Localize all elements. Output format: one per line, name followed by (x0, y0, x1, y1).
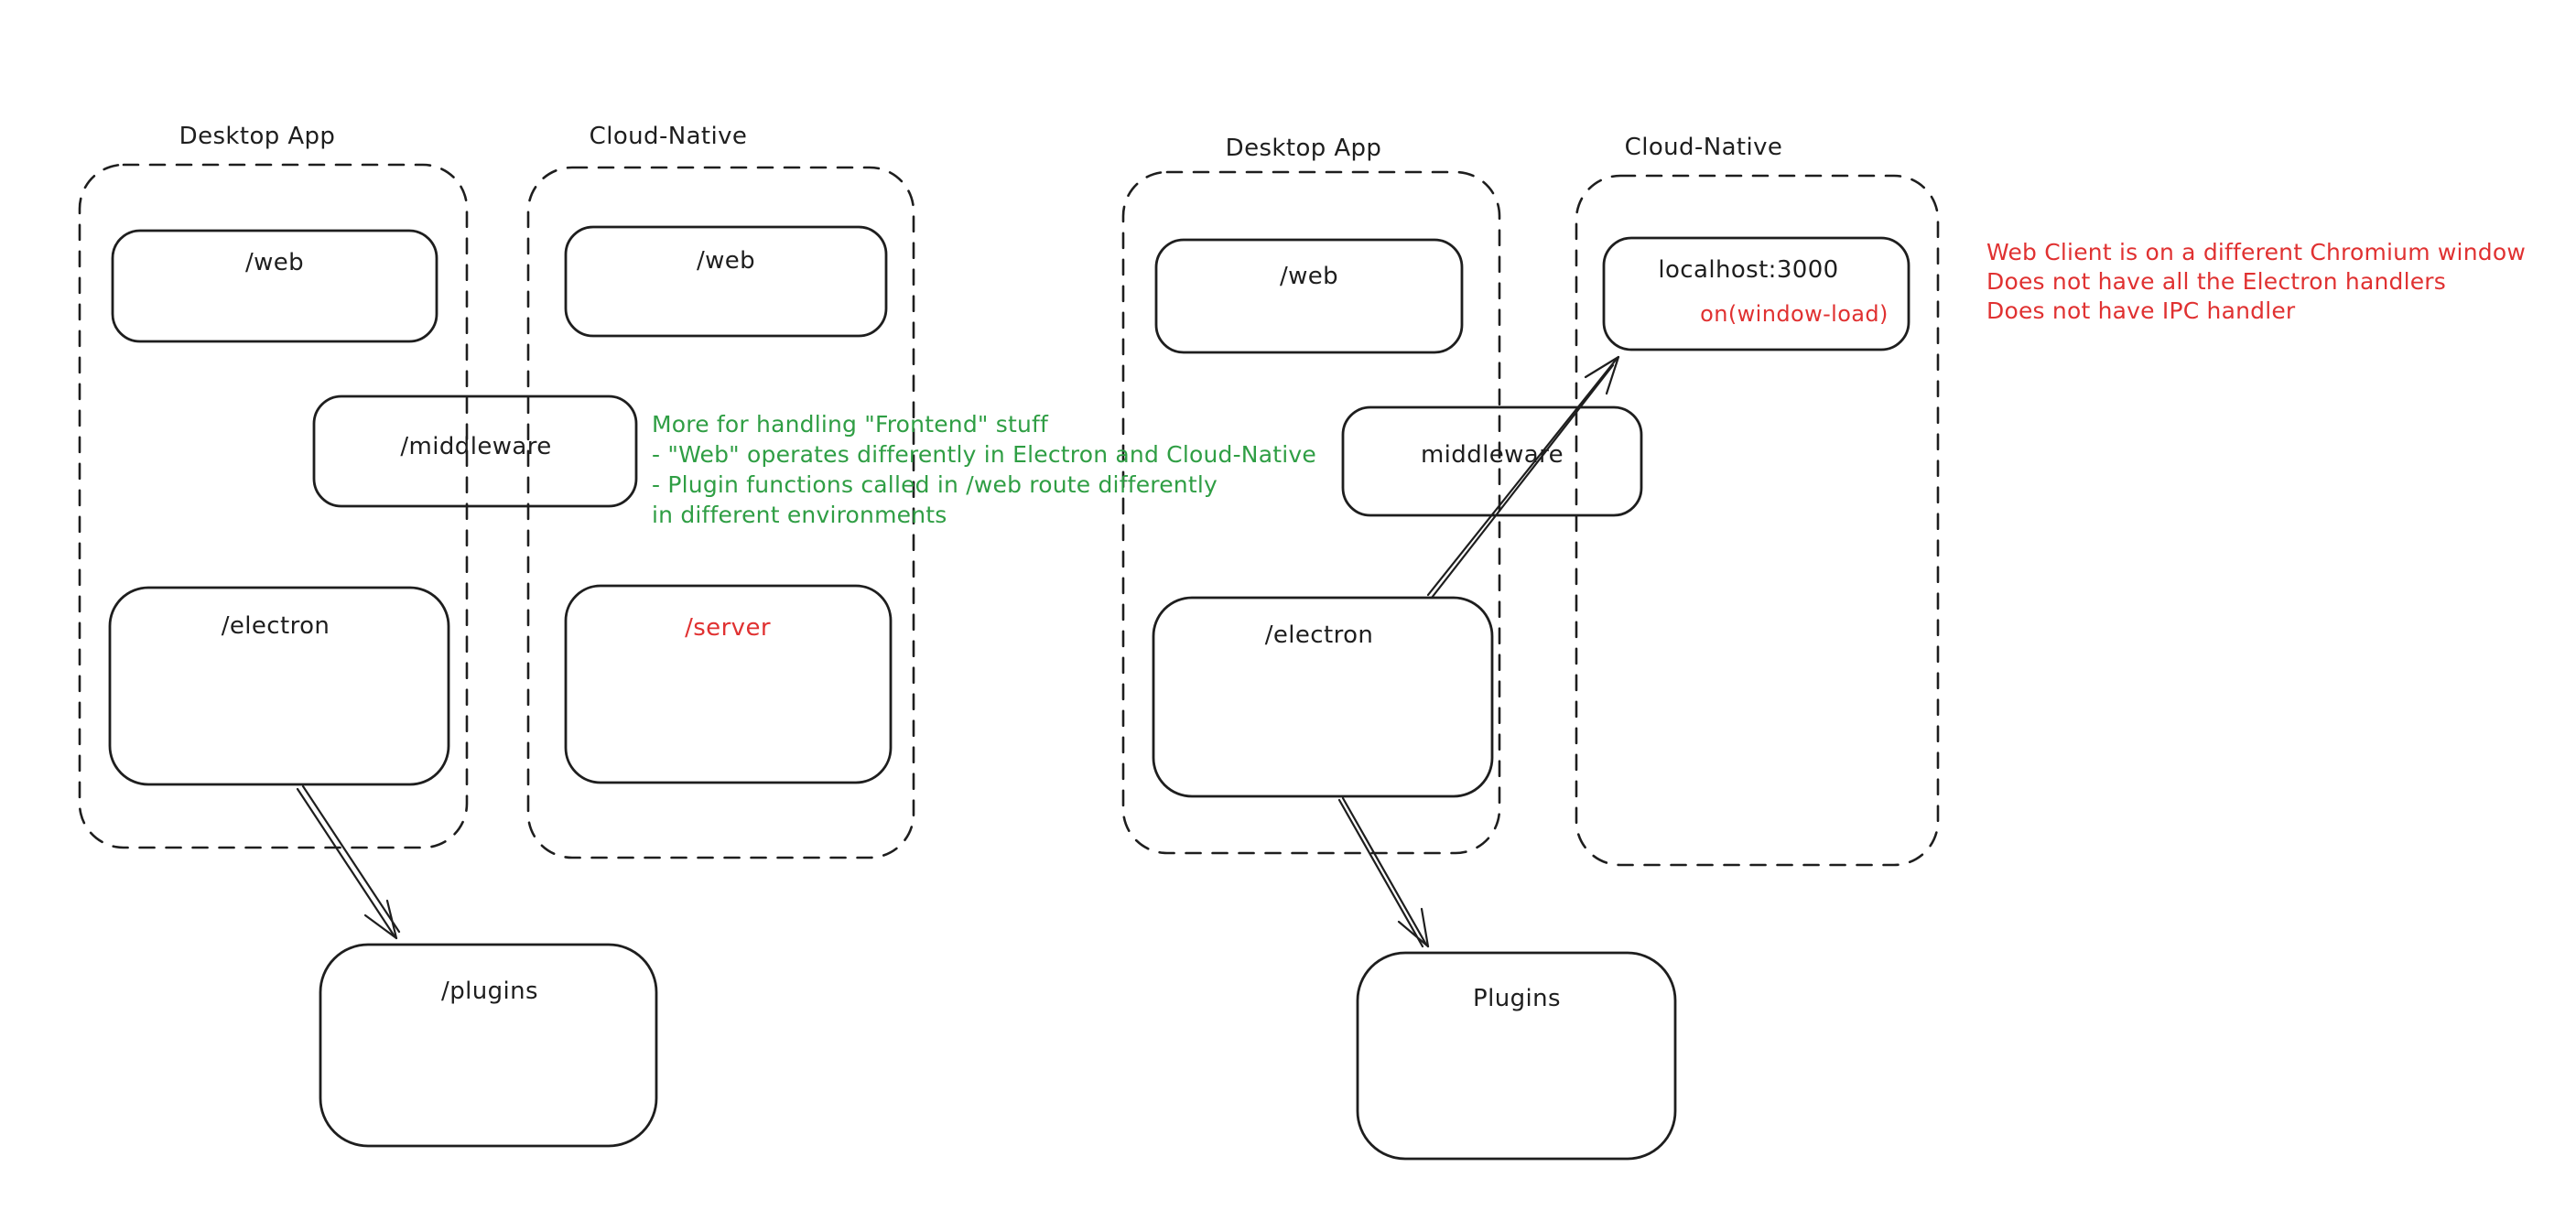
green-note-line: in different environments (652, 502, 947, 528)
right-localhost-box[interactable] (1602, 236, 1910, 351)
left-desktop-app-label[interactable]: Desktop App (179, 123, 336, 150)
green-annotation-note[interactable]: More for handling "Frontend" stuff - "We… (652, 409, 1316, 530)
left-middleware-label[interactable]: /middleware (400, 433, 552, 460)
red-note-line: Web Client is on a different Chromium wi… (1986, 239, 2526, 265)
arrow-shaft (296, 787, 396, 938)
left-desktop-web-label[interactable]: /web (244, 249, 305, 276)
right-electron-label[interactable]: /electron (1264, 621, 1374, 649)
left-plugins-label[interactable]: /plugins (441, 978, 538, 1005)
left-server-box[interactable] (564, 584, 893, 784)
arrowhead-barb (1605, 355, 1620, 395)
red-note-line: Does not have all the Electron handlers (1986, 268, 2447, 295)
left-server-label[interactable]: /server (685, 614, 771, 642)
left-cloud-web-box[interactable] (564, 225, 888, 338)
arrow-right-electron-to-plugins[interactable] (1337, 796, 1430, 948)
green-note-line: More for handling "Frontend" stuff (652, 411, 1049, 438)
right-electron-box[interactable] (1152, 596, 1494, 798)
left-cloud-native-container[interactable] (526, 166, 915, 859)
right-desktop-web-box[interactable] (1154, 238, 1464, 354)
arrow-shaft-sketch (1337, 798, 1424, 948)
arrowhead-barb (1584, 355, 1620, 379)
left-electron-box[interactable] (108, 586, 450, 786)
left-cloud-native-label[interactable]: Cloud-Native (589, 123, 748, 150)
left-middleware-box[interactable] (312, 394, 638, 508)
arrow-shaft (1426, 357, 1618, 597)
green-note-line: - "Web" operates differently in Electron… (652, 441, 1316, 468)
left-plugins-box[interactable] (319, 943, 658, 1148)
right-desktop-web-label[interactable]: /web (1279, 263, 1339, 290)
arrow-shaft-sketch (301, 784, 401, 934)
arrow-shaft-sketch (1430, 363, 1615, 600)
left-desktop-web-box[interactable] (111, 229, 438, 343)
arrowhead-barb (1397, 920, 1430, 948)
right-desktop-app-label[interactable]: Desktop App (1225, 135, 1382, 162)
right-desktop-app-container[interactable] (1121, 170, 1501, 855)
red-annotation-note[interactable]: Web Client is on a different Chromium wi… (1986, 238, 2526, 326)
green-note-line: - Plugin functions called in /web route … (652, 471, 1218, 498)
right-on-window-load-label[interactable]: on(window-load) (1700, 301, 1889, 327)
arrow-left-electron-to-plugins[interactable] (296, 784, 401, 940)
left-cloud-web-label[interactable]: /web (696, 247, 756, 275)
right-cloud-native-container[interactable] (1575, 174, 1940, 867)
right-cloud-native-label[interactable]: Cloud-Native (1624, 134, 1783, 161)
arrowhead-barb (363, 913, 398, 940)
right-plugins-label[interactable]: Plugins (1473, 985, 1561, 1012)
right-localhost-label[interactable]: localhost:3000 (1658, 256, 1839, 284)
arrowhead-barb (1420, 907, 1430, 948)
red-note-line: Does not have IPC handler (1986, 297, 2296, 324)
arrow-shaft (1341, 796, 1428, 946)
arrow-right-electron-to-localhost[interactable] (1426, 355, 1620, 600)
right-middleware-label[interactable]: middleware (1420, 441, 1564, 469)
arrowhead-barb (385, 899, 398, 940)
right-plugins-box[interactable] (1356, 951, 1677, 1161)
left-electron-label[interactable]: /electron (221, 612, 330, 640)
